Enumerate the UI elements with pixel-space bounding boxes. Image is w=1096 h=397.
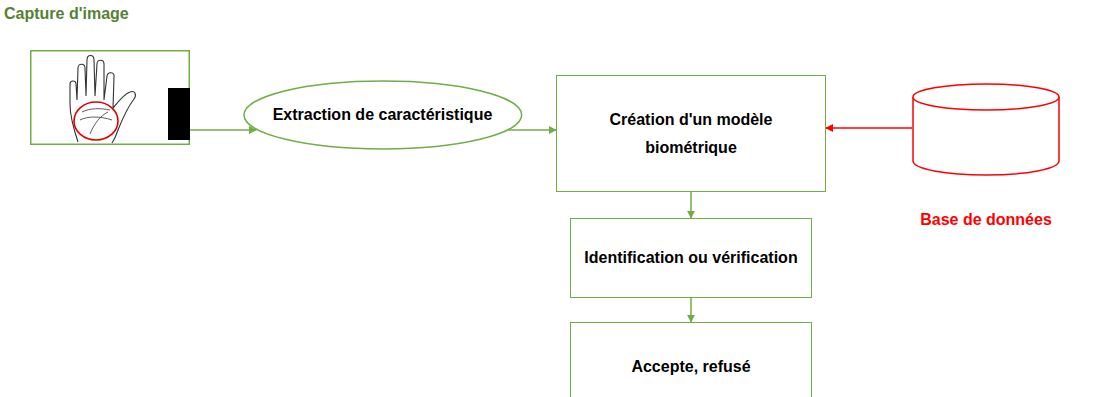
node-label: Accepte, refusé: [631, 353, 750, 381]
flow-arrow: [690, 298, 692, 322]
process-box: Identification ou vérification: [570, 218, 812, 298]
result-box: Accepte, refusé: [570, 322, 812, 397]
node-label: Extraction de caractéristique: [273, 101, 493, 129]
palm-region-circle: [74, 102, 118, 140]
hand-outline: [70, 56, 135, 144]
flow-arrow: [690, 192, 692, 218]
palm-lines: [80, 109, 112, 134]
flow-arrow: [509, 129, 556, 131]
database-label: Base de données: [920, 210, 1052, 229]
flow-arrow: [826, 127, 912, 129]
node-label: Identification ou vérification: [584, 244, 797, 272]
ellipse-shape: [244, 81, 522, 149]
process-ellipse: Extraction de caractéristique: [243, 80, 523, 150]
hand-illustration: [30, 50, 190, 145]
process-box: Création d'un modèle biométrique: [556, 75, 826, 192]
scanner-symbol: [168, 88, 190, 140]
cylinder-top: [913, 84, 1059, 110]
node-label: Création d'un modèle biométrique: [566, 106, 816, 162]
database-cylinder: Base de données: [912, 83, 1060, 175]
flow-arrow: [190, 129, 256, 131]
image-frame: [31, 51, 190, 145]
section-title: Capture d'image: [4, 4, 129, 23]
cylinder-outline: [912, 83, 1060, 175]
hand-drawing: [70, 56, 135, 144]
capture-box: Capture d'image: [30, 50, 190, 145]
